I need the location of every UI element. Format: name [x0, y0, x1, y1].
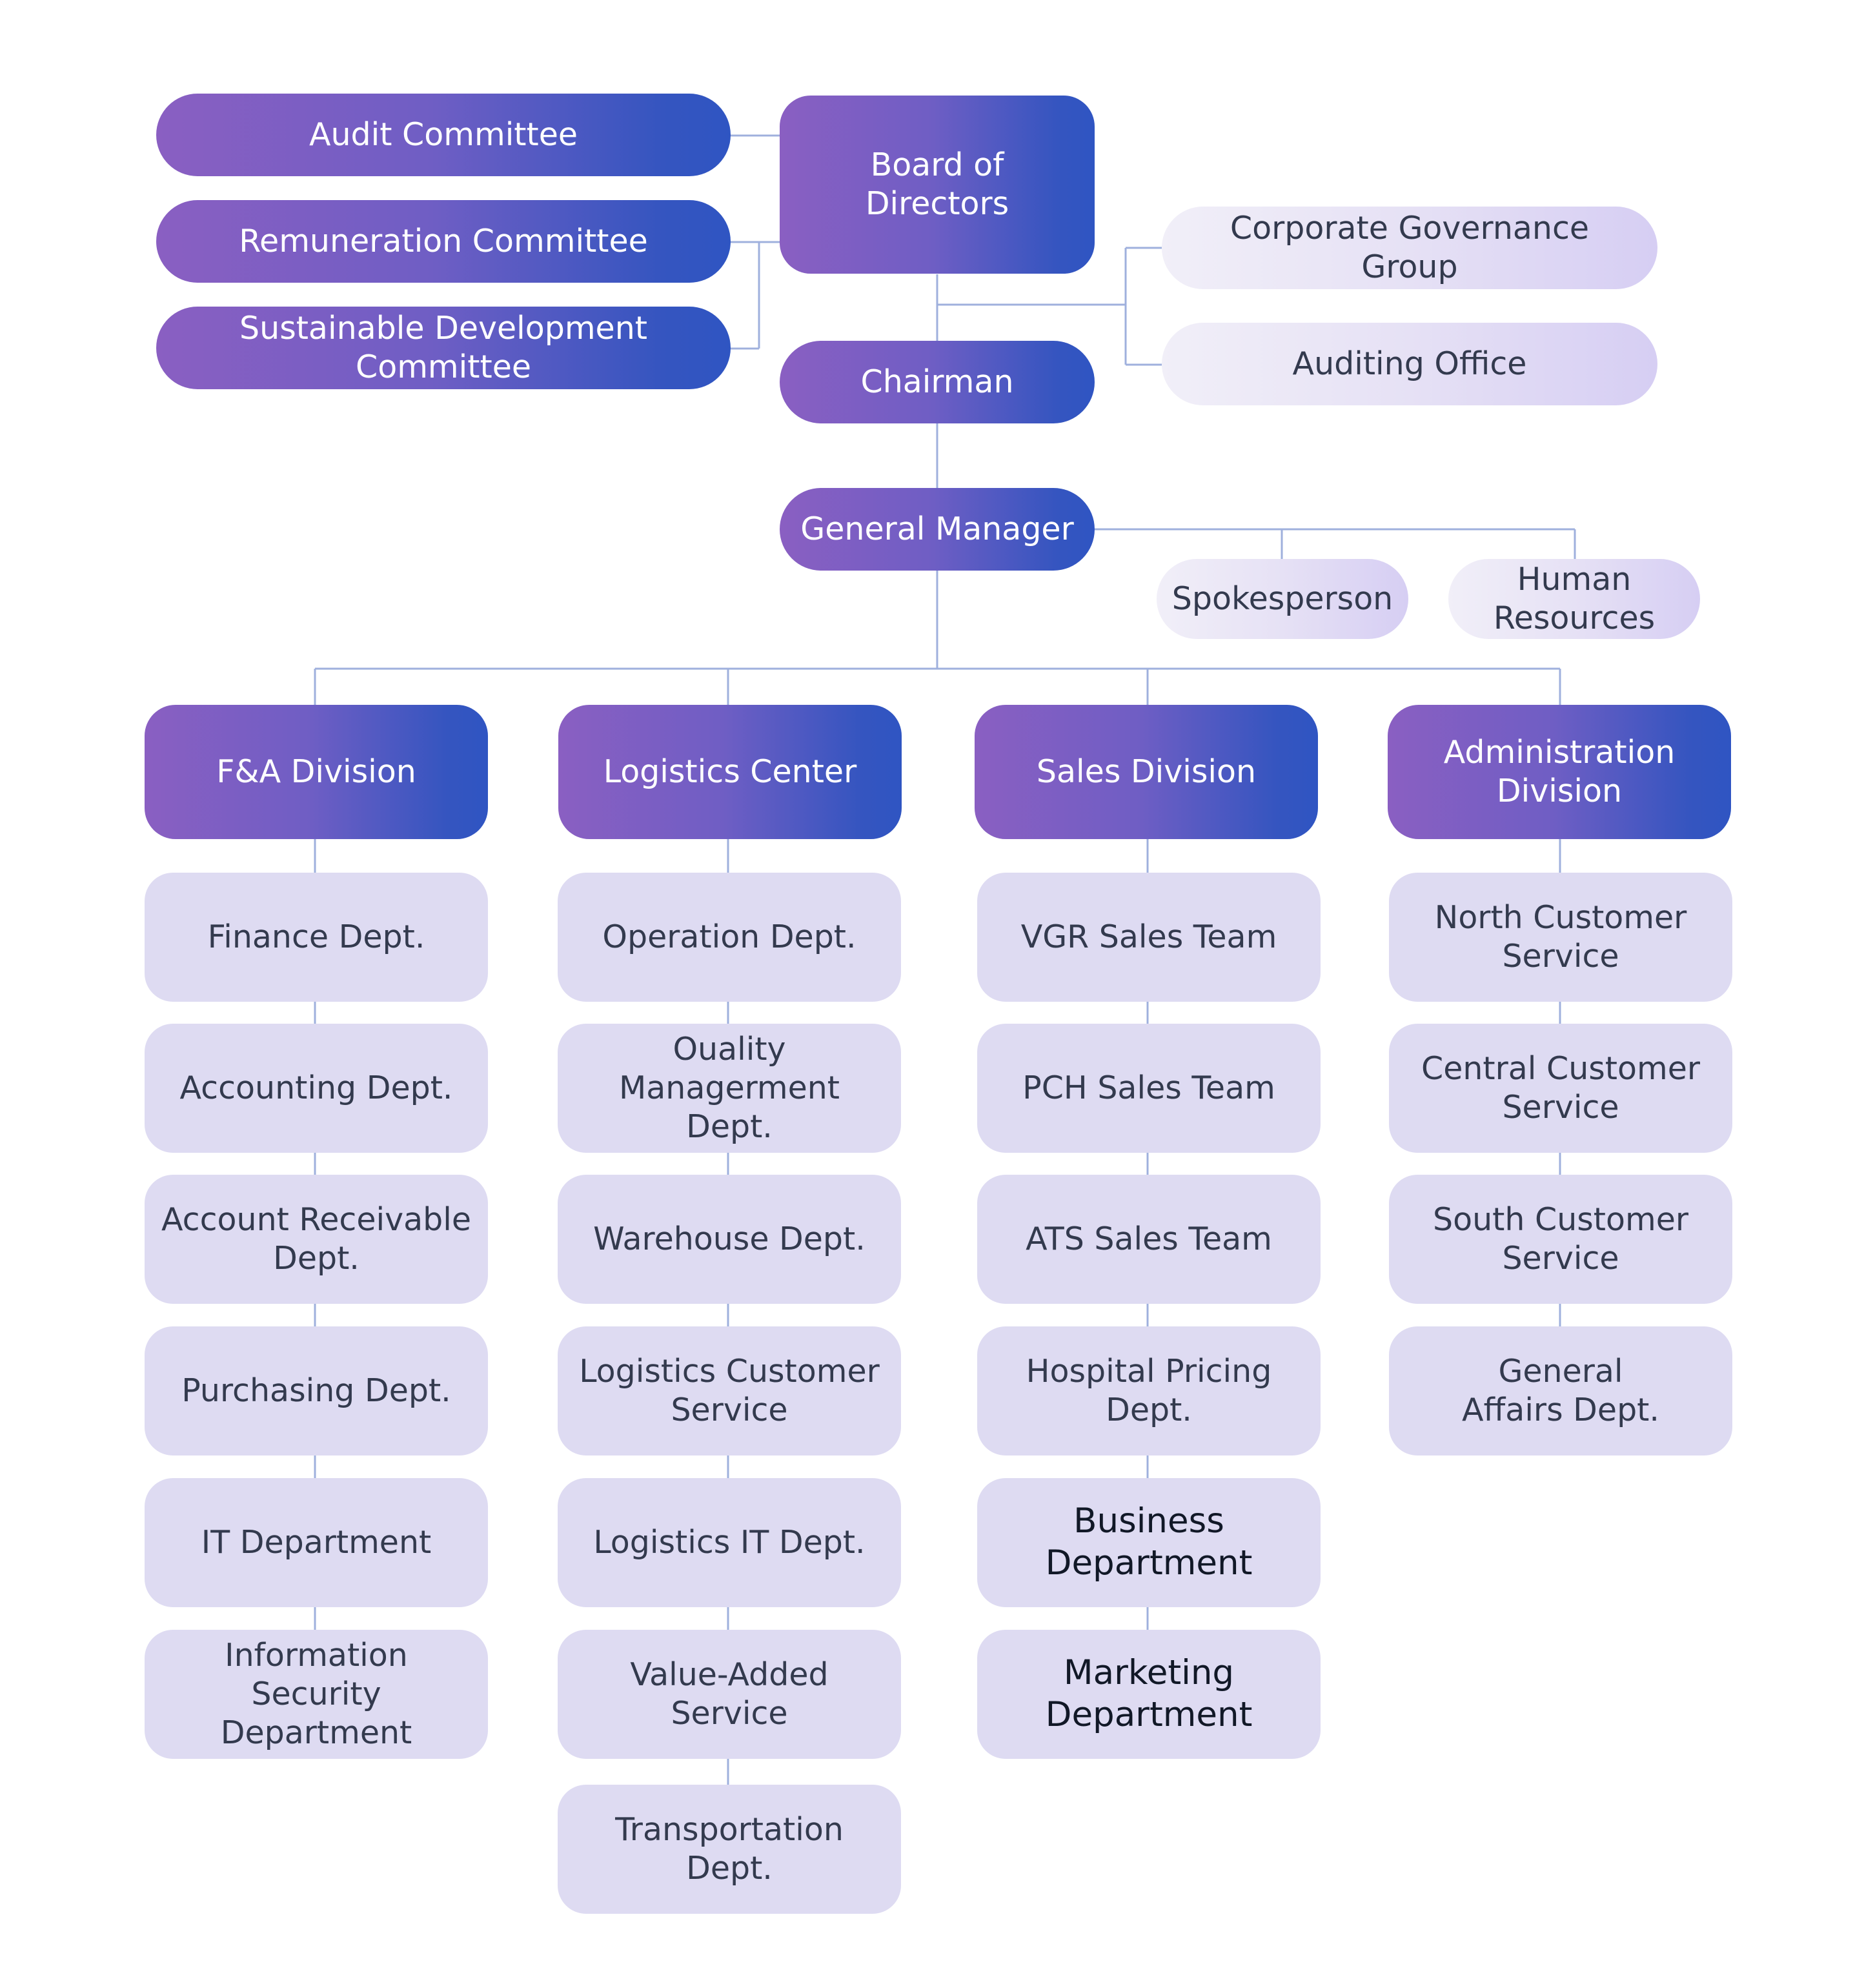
dept-operation: Operation Dept.: [558, 873, 901, 1002]
dept-hospital-pricing: Hospital Pricing Dept.: [977, 1326, 1321, 1456]
dept-accounting: Accounting Dept.: [145, 1024, 488, 1153]
dept-purchasing: Purchasing Dept.: [145, 1326, 488, 1456]
auditing-office: Auditing Office: [1162, 323, 1657, 405]
dept-pch-sales-team: PCH Sales Team: [977, 1024, 1321, 1153]
general-manager: General Manager: [780, 488, 1095, 571]
dept-general-affairs: General Affairs Dept.: [1389, 1326, 1732, 1456]
dept-business: Business Department: [977, 1478, 1321, 1607]
division-administration: Administration Division: [1388, 705, 1731, 839]
dept-quality-management: Ouality Managerment Dept.: [558, 1024, 901, 1153]
dept-account-receivable: Account Receivable Dept.: [145, 1175, 488, 1304]
dept-central-customer-service: Central Customer Service: [1389, 1024, 1732, 1153]
dept-transportation: Transportation Dept.: [558, 1785, 901, 1914]
division-logistics-center: Logistics Center: [558, 705, 902, 839]
division-sales: Sales Division: [975, 705, 1318, 839]
committee-remuneration: Remuneration Committee: [156, 200, 731, 283]
dept-south-customer-service: South Customer Service: [1389, 1175, 1732, 1304]
dept-marketing: Marketing Department: [977, 1630, 1321, 1759]
human-resources: Human Resources: [1448, 559, 1700, 639]
committee-sustainable-development: Sustainable Development Committee: [156, 307, 731, 389]
chairman: Chairman: [780, 341, 1095, 423]
committee-audit: Audit Committee: [156, 94, 731, 176]
dept-it: IT Department: [145, 1478, 488, 1607]
dept-warehouse: Warehouse Dept.: [558, 1175, 901, 1304]
corporate-governance-group: Corporate Governance Group: [1162, 207, 1657, 289]
dept-ats-sales-team: ATS Sales Team: [977, 1175, 1321, 1304]
dept-vgr-sales-team: VGR Sales Team: [977, 873, 1321, 1002]
dept-finance: Finance Dept.: [145, 873, 488, 1002]
dept-north-customer-service: North Customer Service: [1389, 873, 1732, 1002]
board-of-directors: Board of Directors: [780, 96, 1095, 274]
dept-logistics-customer-service: Logistics Customer Service: [558, 1326, 901, 1456]
spokesperson: Spokesperson: [1157, 559, 1408, 639]
dept-information-security: Information Security Department: [145, 1630, 488, 1759]
division-fa: F&A Division: [145, 705, 488, 839]
dept-value-added-service: Value-Added Service: [558, 1630, 901, 1759]
dept-logistics-it: Logistics IT Dept.: [558, 1478, 901, 1607]
